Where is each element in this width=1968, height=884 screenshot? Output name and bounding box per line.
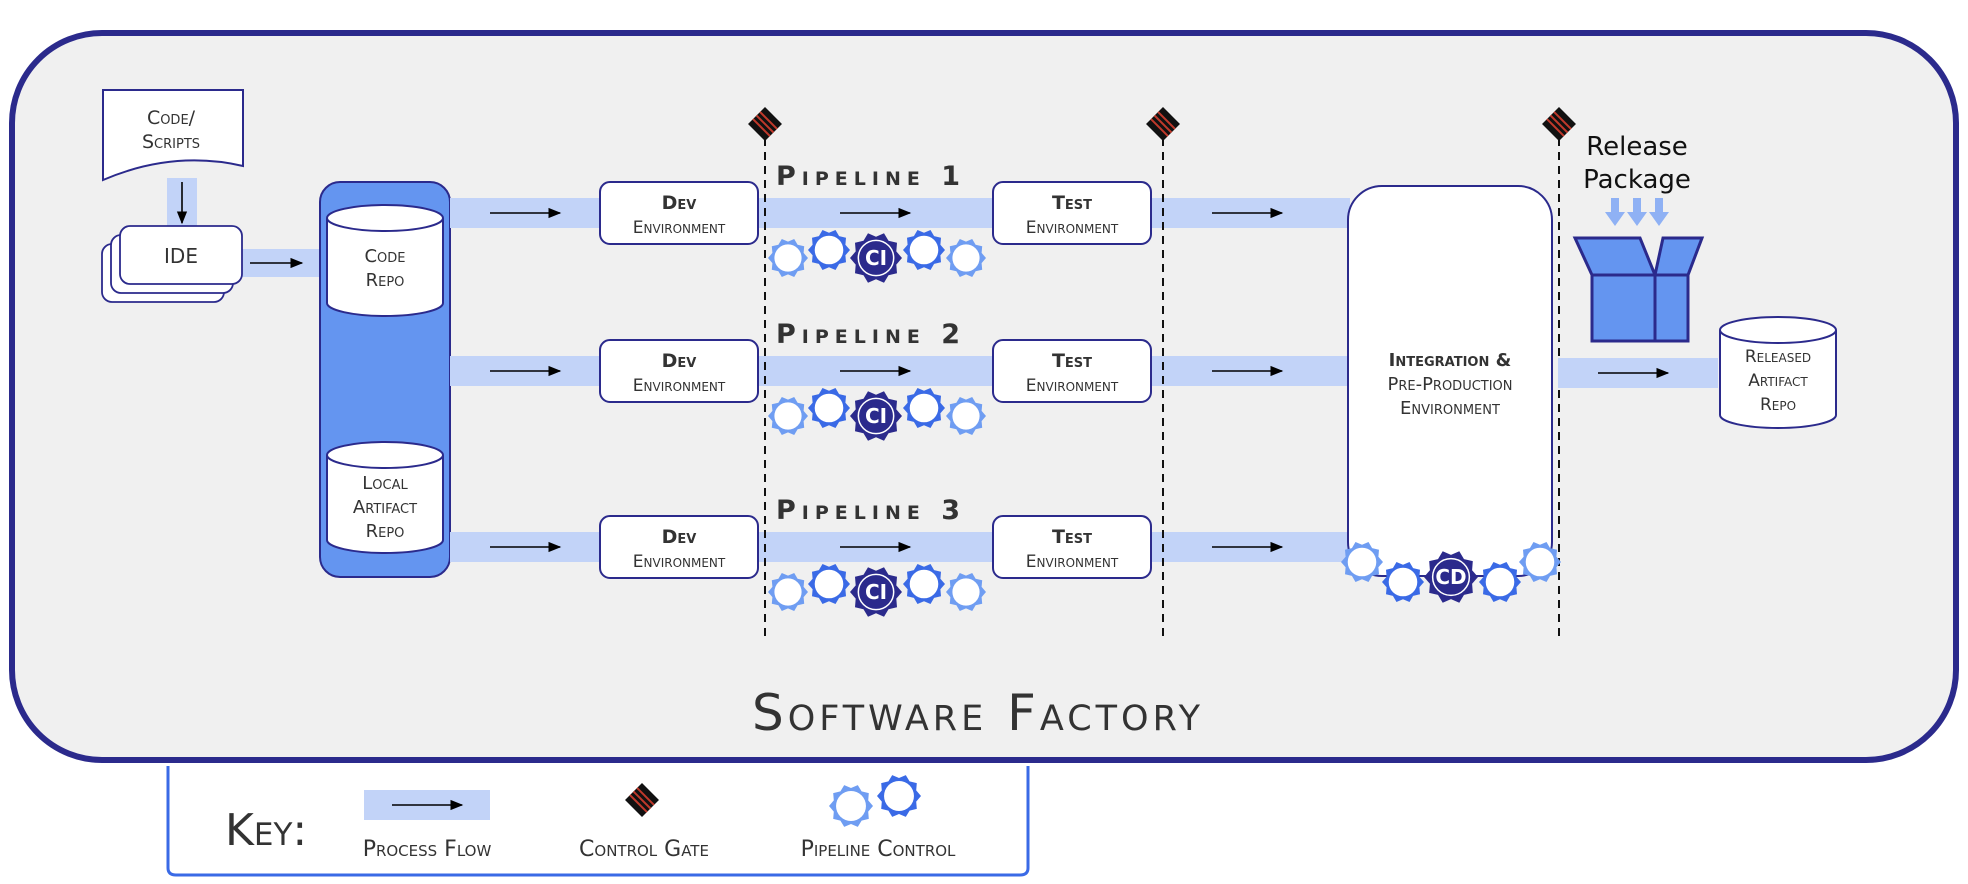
test-environment-3-label-2: Environment [1026,552,1119,572]
code-scripts-document: Code/ Scripts [102,89,244,182]
ide-label: IDE [164,244,198,268]
local-repo-label-3: Repo [366,521,405,542]
local-repo-label-1: Local [362,473,408,494]
cd-gear-icon [1341,542,1383,582]
release-package-label-1: Release [1586,132,1688,162]
factory-title: Software Factory [752,684,1204,742]
dev-environment-1-label-1: Dev [662,192,697,214]
release-arrows [1605,198,1669,226]
released-repo-label-3: Repo [1760,395,1796,415]
key-title: Key: [225,805,307,856]
pipeline-gear-icon [808,388,850,428]
code-scripts-label-1: Code/ [147,107,196,129]
test-environment-2-label-2: Environment [1026,376,1119,396]
integration-label-3: Environment [1400,398,1500,419]
released-repo-label-2: Artifact [1748,371,1808,391]
pipeline-label-1: Pipeline 1 [776,161,966,192]
key-pipeline-control-label: Pipeline Control [801,837,956,862]
pipeline-gear-icon [946,573,986,611]
control-gate-icon [1542,107,1576,141]
pipeline-gear-icon [903,230,945,270]
pipeline-gear-icon [768,397,808,435]
release-package-label-2: Package [1583,165,1691,195]
cd-gear-icon [1382,562,1424,602]
key-gear-icon [829,785,873,827]
integration-label-1: Integration & [1389,350,1512,371]
pipeline-gear-icon [808,230,850,270]
pipeline-gear-icon [808,564,850,604]
ci-gear-icon-label: CI [865,404,887,428]
ci-gear-icon-label: CI [865,580,887,604]
key-process-flow-label: Process Flow [363,837,492,862]
ci-gear-icon: CI [850,567,902,617]
test-environment-3-label-1: Test [1052,526,1092,548]
dev-environment-2-label-2: Environment [633,376,726,396]
pipeline-gear-icon [903,388,945,428]
code-scripts-label-2: Scripts [142,131,200,153]
key-control-gate-label: Control Gate [579,837,709,862]
release-package-box-icon [1572,236,1705,343]
pipeline-gear-icon [946,397,986,435]
integration-label-2: Pre-Production [1387,374,1512,395]
dev-environment-2-label-1: Dev [662,350,697,372]
code-repo-label-2: Repo [366,270,405,291]
key-gear-icon [877,775,921,817]
key-pipeline-control-icon [829,775,921,827]
pipeline-gear-icon [768,239,808,277]
cd-gear-icon [1479,562,1521,602]
ci-gear-icon: CI [850,233,902,283]
local-repo-label-2: Artifact [353,497,417,518]
ci-gear-icon: CI [850,391,902,441]
cd-gear-icon [1519,542,1561,582]
code-repo-cylinder: Code Repo [326,204,444,317]
pipeline-gear-icon [946,239,986,277]
released-artifact-repo-cylinder: Released Artifact Repo [1719,316,1837,429]
pipeline-gear-icon [768,573,808,611]
released-repo-label-1: Released [1745,347,1811,367]
dev-environment-3-label-1: Dev [662,526,697,548]
cd-main-gear-icon: CD [1424,551,1478,603]
cd-gear-group: CD [1341,542,1561,603]
pipeline-label-3: Pipeline 3 [776,495,966,526]
test-environment-1-label-1: Test [1052,192,1092,214]
control-gate-icon [1146,107,1180,141]
pipeline-gear-icon [903,564,945,604]
pipeline-label-2: Pipeline 2 [776,319,966,350]
local-artifact-repo-cylinder: Local Artifact Repo [326,441,444,554]
dev-environment-3-label-2: Environment [633,552,726,572]
cd-main-gear-icon-label: CD [1435,565,1466,589]
test-environment-2-label-1: Test [1052,350,1092,372]
ci-gear-icon-label: CI [865,246,887,270]
dev-environment-1-label-2: Environment [633,218,726,238]
code-repo-label-1: Code [364,246,405,267]
ide-stack: IDE [101,225,243,303]
test-environment-1-label-2: Environment [1026,218,1119,238]
